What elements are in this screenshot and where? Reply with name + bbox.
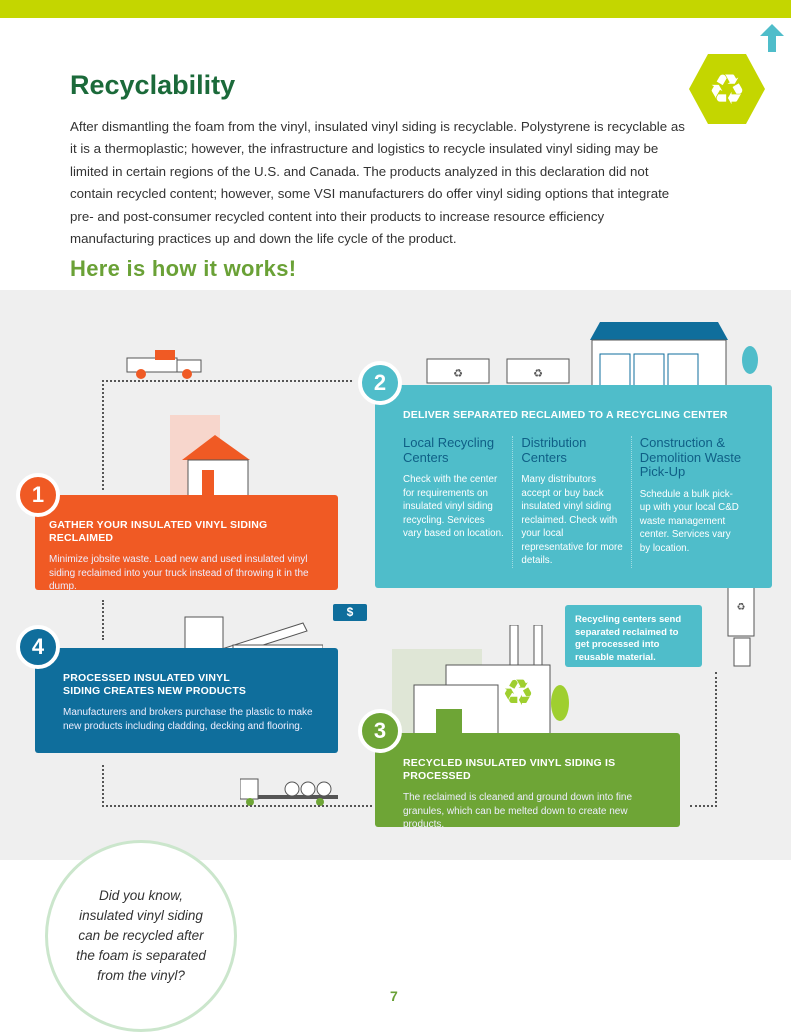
intro-paragraph: After dismantling the foam from the viny… xyxy=(70,119,685,247)
back-to-top-arrow-icon[interactable] xyxy=(760,24,784,52)
option-heading: Distribution Centers xyxy=(521,435,587,465)
svg-text:♻: ♻ xyxy=(502,672,534,713)
flatbed-truck-illustration xyxy=(239,775,340,812)
page-title: Recyclability xyxy=(70,70,236,100)
bins-illustration: ♻♻ xyxy=(425,345,585,390)
step-1-card: GATHER YOUR INSULATED VINYL SIDING RECLA… xyxy=(35,495,338,592)
step-4-card: PROCESSED INSULATED VINYL SIDING CREATES… xyxy=(35,648,338,753)
svg-text:♻: ♻ xyxy=(533,368,543,380)
step-title: RECYCLED INSULATED VINYL SIDING IS PROCE… xyxy=(403,757,616,782)
option-heading: Local Recycling Centers xyxy=(403,435,495,465)
factory-illustration: ♻ xyxy=(392,624,582,740)
svg-text:♻: ♻ xyxy=(708,66,746,113)
flow-connector xyxy=(102,380,352,490)
did-you-know-text: Did you know, insulated vinyl siding can… xyxy=(76,888,206,983)
step-title: GATHER YOUR INSULATED VINYL SIDING RECLA… xyxy=(49,519,268,544)
recycling-center-building-illustration xyxy=(588,320,768,393)
option-heading: Construction & Demolition Waste Pick-Up xyxy=(639,435,742,479)
option-text: Check with the center for requirements o… xyxy=(403,474,504,539)
flow-connector xyxy=(102,600,104,640)
did-you-know-bubble: Did you know, insulated vinyl siding can… xyxy=(45,840,237,1032)
top-accent-bar xyxy=(0,0,791,18)
step-text: The reclaimed is cleaned and ground down… xyxy=(403,792,633,830)
step-number-badge: 2 xyxy=(358,361,402,405)
flow-connector xyxy=(102,765,372,807)
step-2-card: DELIVER SEPARATED RECLAIMED TO A RECYCLI… xyxy=(375,385,772,588)
step-text: Minimize jobsite waste. Load new and use… xyxy=(49,554,309,592)
flow-connector xyxy=(690,672,717,807)
callout-note: Recycling centers send separated reclaim… xyxy=(565,605,702,667)
step-title: PROCESSED INSULATED VINYL SIDING CREATES… xyxy=(63,672,247,697)
step-number-badge: 3 xyxy=(358,709,402,753)
section-heading: Here is how it works! xyxy=(70,256,297,281)
svg-text:♻: ♻ xyxy=(453,368,463,380)
svg-text:♻: ♻ xyxy=(737,602,746,613)
truck-illustration xyxy=(125,348,205,385)
step-number-badge: 4 xyxy=(16,625,60,669)
option-text: Schedule a bulk pick-up with your local … xyxy=(639,488,739,554)
price-tag-icon: $ xyxy=(333,604,367,621)
step-3-card: RECYCLED INSULATED VINYL SIDING IS PROCE… xyxy=(375,733,680,830)
step-text: Manufacturers and brokers purchase the p… xyxy=(63,707,313,732)
page-number: 7 xyxy=(390,988,398,1004)
house-illustration xyxy=(170,410,270,505)
step-number-badge: 1 xyxy=(16,473,60,517)
option-text: Many distributors accept or buy back ins… xyxy=(521,474,623,566)
step-title: DELIVER SEPARATED RECLAIMED TO A RECYCLI… xyxy=(403,409,728,421)
recycle-hexagon-icon: ♻ xyxy=(688,52,766,131)
